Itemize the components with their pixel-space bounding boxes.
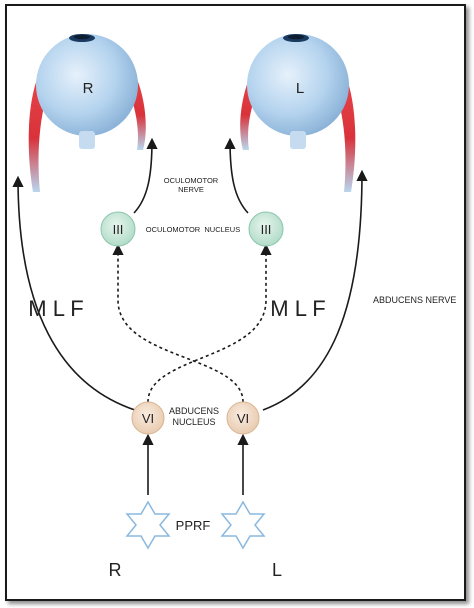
right-eye: R: [28, 34, 146, 192]
side-label-left: L: [272, 560, 282, 580]
abducens-nerve-path-right: [12, 175, 136, 411]
left-pprf-star: [220, 500, 266, 550]
left-oculomotor-nucleus: III: [248, 211, 284, 247]
right-oculomotor-nucleus-symbol: III: [113, 222, 124, 237]
mlf-path-to-right-oculomotor: [112, 243, 244, 403]
right-pprf-star: [125, 500, 171, 550]
side-label-right: R: [109, 560, 122, 580]
abducens-nucleus-label-line1: ABDUCENS: [169, 406, 219, 416]
oculomotor-nerve-label-line2: NERVE: [178, 185, 204, 194]
right-eye-lateral-muscle: [28, 72, 52, 192]
left-optic-nerve: [290, 131, 306, 149]
left-oculomotor-nucleus-symbol: III: [261, 222, 272, 237]
left-eye-label: L: [296, 80, 304, 97]
abducens-nerve-path-left: [262, 169, 368, 411]
oculomotor-nerve-path-right: [133, 137, 158, 214]
oculomotor-nerve-label-line1: OCULOMOTOR: [164, 176, 219, 185]
oculomotor-nucleus-label: OCULOMOTOR NUCLEUS: [146, 225, 240, 234]
right-abducens-nucleus: VI: [131, 401, 165, 435]
right-eyeball: [36, 34, 138, 136]
left-eyeball: [247, 34, 349, 136]
left-abducens-nucleus-symbol: VI: [237, 411, 249, 426]
mlf-label-left: M L F: [28, 296, 83, 321]
abducens-nucleus-label-line2: NUCLEUS: [172, 417, 215, 427]
left-eye: L: [240, 34, 356, 192]
oculomotor-nerve-path-left: [224, 137, 249, 214]
right-eye-label: R: [83, 80, 94, 97]
mlf-path-to-left-oculomotor: [147, 243, 272, 403]
pprf-label: PPRF: [176, 518, 211, 533]
right-oculomotor-nucleus: III: [100, 211, 136, 247]
abducens-nerve-label: ABDUCENS NERVE: [373, 295, 456, 305]
left-abducens-nucleus: VI: [226, 401, 260, 435]
left-eye-lateral-muscle: [332, 72, 356, 192]
mlf-label-right: M L F: [270, 296, 325, 321]
right-abducens-nucleus-symbol: VI: [142, 411, 154, 426]
right-optic-nerve: [79, 131, 95, 149]
